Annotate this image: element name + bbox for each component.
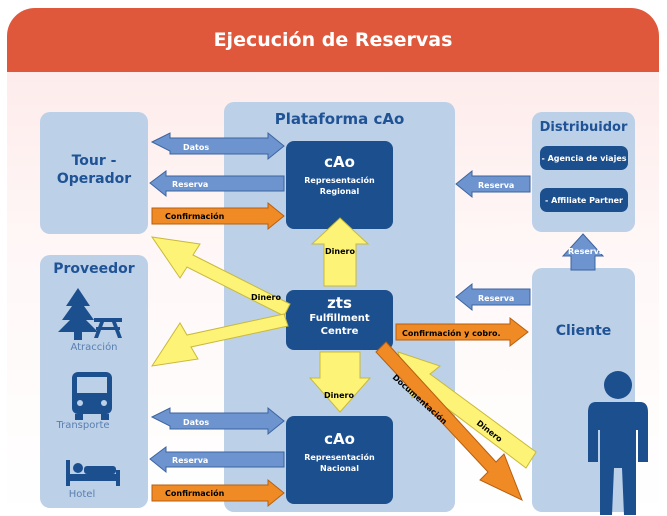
transporte-label: Transporte	[56, 420, 110, 431]
cao-regional-box: cAo Representación Regional	[286, 141, 393, 229]
documentacion-arrow	[375, 341, 523, 501]
tree-icon	[58, 288, 98, 340]
fulfillment-sub: Fulfillment Centre	[309, 313, 370, 337]
proveedor-title: Proveedor	[53, 261, 135, 277]
bed-icon	[66, 460, 120, 486]
cliente-title: Cliente	[555, 323, 612, 339]
datos-arrow-nacional	[150, 406, 285, 436]
dinero-arrow-proveedor	[150, 313, 289, 367]
dinero-arrow-tour	[150, 236, 291, 317]
confirmacion-arrow-tour	[151, 201, 285, 231]
reserva-label-distribuidor: Reserva	[478, 181, 514, 190]
fulfillment-box: zts Fulfillment Centre	[286, 290, 393, 350]
reserva-arrow-tour	[149, 170, 285, 198]
confirmacion-cobro-label: Confirmación y cobro.	[402, 328, 501, 338]
cao-nacional-sub: Representación Nacional	[304, 453, 375, 473]
confirmacion-label-tour: Confirmación	[165, 211, 225, 221]
cao-nacional-box: cAo Representación Nacional	[286, 416, 393, 504]
reserva-label-tour: Reserva	[172, 180, 208, 189]
reserva-label-up: Reserva	[568, 247, 604, 256]
dinero-label-up: Dinero	[325, 247, 355, 256]
datos-arrow-tour	[150, 131, 285, 161]
cao-regional-sub: Representación Regional	[304, 176, 375, 196]
reserva-label-nacional: Reserva	[172, 456, 208, 465]
reserva-arrow-distribuidor	[455, 169, 531, 199]
fulfillment-name: zts	[327, 294, 352, 312]
datos-label-tour: Datos	[183, 143, 209, 152]
bus-icon	[72, 372, 112, 420]
tour-operador-title: Tour - Operador	[56, 153, 132, 187]
cao-regional-name: cAo	[324, 153, 355, 171]
tour-operador-panel: Tour - Operador	[40, 112, 148, 234]
dinero-label-left: Dinero	[251, 293, 281, 302]
person-icon	[588, 371, 648, 515]
distribuidor-panel: Distribuidor	[532, 112, 635, 232]
plataforma-title: Plataforma cAo	[274, 110, 405, 128]
atraccion-label: Atracción	[70, 342, 118, 353]
reserva-arrow-nacional	[149, 446, 285, 474]
agencia-viajes-pill: - Agencia de viajes	[540, 146, 628, 170]
confirmacion-label-nacional: Confirmación	[165, 488, 225, 498]
dinero-arrow-up	[310, 217, 370, 287]
hotel-label: Hotel	[68, 489, 96, 500]
confirmacion-arrow-nacional	[151, 478, 285, 508]
cao-nacional-name: cAo	[324, 430, 355, 448]
reserva-arrow-cliente	[455, 282, 531, 312]
dinero-label-down: Dinero	[324, 391, 354, 400]
diagram-title: Ejecución de Reservas	[7, 8, 659, 72]
datos-label-nacional: Datos	[183, 418, 209, 427]
dinero-arrow-cliente	[397, 351, 537, 469]
reserva-label-cliente: Reserva	[478, 294, 514, 303]
distribuidor-title: Distribuidor	[539, 120, 628, 135]
affiliate-partner-pill: - Affiliate Partner	[540, 188, 628, 212]
confirmacion-cobro-arrow	[395, 316, 529, 348]
reserva-arrow-up	[561, 233, 605, 271]
picnic-table-icon	[94, 318, 122, 338]
dinero-arrow-down	[308, 351, 372, 413]
